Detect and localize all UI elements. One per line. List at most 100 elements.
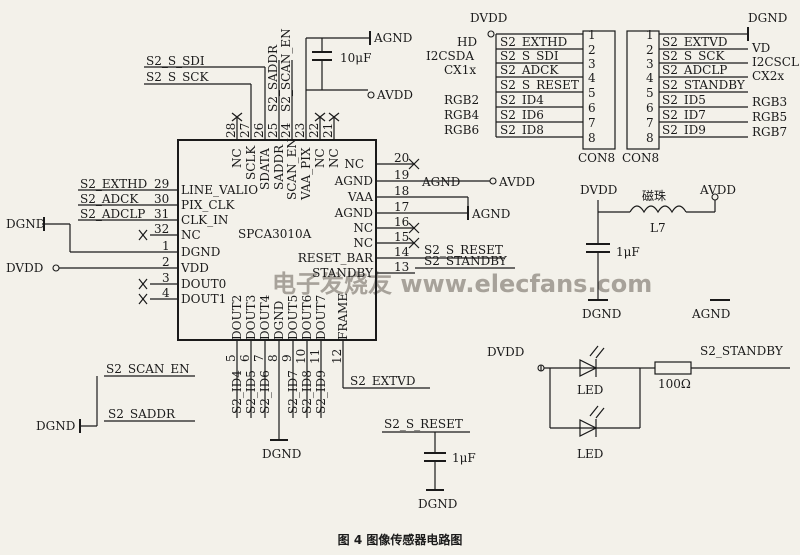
chip-right-pin-stubs <box>376 163 415 274</box>
pin-number: 30 <box>154 192 169 206</box>
chip-top-pin-names: NC SCLK SDATA SADDR SCAN_EN VAA_PIX NC N… <box>230 138 341 201</box>
net-label: S2_ID4 <box>500 93 544 107</box>
pin-name: NC <box>353 236 373 250</box>
pin-number: 20 <box>394 151 409 165</box>
net-label: S2_EXTVD <box>662 35 727 49</box>
pin-number: 3 <box>588 57 596 71</box>
pin-number: 16 <box>394 215 409 229</box>
pin-number: 23 <box>293 123 307 138</box>
pin-number: 12 <box>330 349 344 364</box>
chip-right-pin-names: NC AGND VAA AGND NC NC RESET_BAR STANDBY <box>298 157 374 280</box>
signal-label: I2CSCL <box>752 55 799 69</box>
pin-number: 8 <box>646 131 654 145</box>
pin-number: 24 <box>279 122 293 138</box>
pin-name: SCLK <box>244 145 258 180</box>
pin-number: 2 <box>646 43 654 57</box>
net-label: S2_SADDR <box>108 407 176 421</box>
net-label: S2_ADCLP <box>662 63 727 77</box>
chip-left-pin-numbers: 29 30 31 32 1 2 3 4 <box>154 177 170 300</box>
net-label: S2_ID6 <box>258 370 272 414</box>
net-label: AGND <box>691 307 730 321</box>
net-label: S2_ADCLP <box>80 207 145 221</box>
cap-value: 1μF <box>452 451 476 465</box>
signal-label: RGB7 <box>752 125 787 139</box>
net-label: AGND <box>373 31 412 45</box>
inductor-coil <box>629 205 687 214</box>
pin-name: RESET_BAR <box>298 251 374 265</box>
pin-name: DOUT7 <box>314 295 328 340</box>
net-label: S2_S_SCK <box>146 70 209 84</box>
net-label: AVDD <box>376 88 413 102</box>
pin-number: 32 <box>154 222 169 236</box>
chip-bottom-net-labels: S2_ID4 S2_ID5 S2_ID6 S2_ID7 S2_ID8 S2_ID… <box>230 365 328 418</box>
net-label: S2_ID8 <box>500 123 544 137</box>
net-label: S2_STANDBY <box>424 254 508 268</box>
chip-right-pin-numbers: 20 19 18 17 16 15 14 13 <box>394 151 410 274</box>
net-label: S2_EXTVD <box>350 374 415 388</box>
watermark-text: 电子发烧友 www.elecfans.com <box>272 270 652 298</box>
pin-number: 27 <box>238 123 252 138</box>
net-label: DGND <box>582 307 621 321</box>
pin-number: 13 <box>394 260 409 274</box>
pin-number: 22 <box>307 123 321 138</box>
net-label: S2_S_SDI <box>500 49 559 63</box>
figure-caption: 图 4 图像传感器电路图 <box>338 532 463 547</box>
pin-number: 9 <box>280 354 294 362</box>
pin-number: 25 <box>266 123 280 138</box>
net-label: S2_ID5 <box>662 93 706 107</box>
net-label: S2_ID9 <box>314 370 328 414</box>
nc-x-marks-right <box>408 158 420 249</box>
pin-number: 31 <box>154 207 169 221</box>
pin-number: 28 <box>224 123 238 138</box>
pin-number: 19 <box>394 168 409 182</box>
signal-label: RGB6 <box>444 123 479 137</box>
net-label: AGND <box>421 175 460 189</box>
pin-name: DOUT1 <box>181 292 226 306</box>
nc-x-marks-left <box>138 229 148 305</box>
pin-number: 5 <box>646 86 654 100</box>
pin-number: 21 <box>321 123 335 138</box>
net-label: S2_S_RESET <box>384 417 463 431</box>
con8-left-net-labels: S2_EXTHD S2_S_SDI S2_ADCK S2_S_RESET S2_… <box>500 35 579 137</box>
chip-name: SPCA3010A <box>238 227 312 241</box>
pin-number: 26 <box>252 123 266 138</box>
net-label: S2_ID7 <box>662 108 706 122</box>
led-1-symbol <box>579 345 605 377</box>
pin-name: VAA <box>347 190 374 204</box>
cap-value: 1μF <box>616 245 640 259</box>
net-label: DGND <box>262 447 301 461</box>
pin-name: PIX_CLK <box>181 198 236 212</box>
pin-number: 11 <box>308 349 322 364</box>
terminal <box>367 91 375 99</box>
net-label: DGND <box>748 11 787 25</box>
pin-number: 5 <box>224 354 238 362</box>
pin-name: DOUT6 <box>300 295 314 340</box>
pin-name: SDATA <box>258 148 272 190</box>
signal-label: RGB4 <box>444 108 479 122</box>
pin-number: 5 <box>588 86 596 100</box>
pin-name: NC <box>181 228 201 242</box>
net-label: DGND <box>6 217 45 231</box>
pin-number: 3 <box>646 57 654 71</box>
net-label: S2_ADCK <box>500 63 559 77</box>
net-label: AVDD <box>699 183 736 197</box>
net-label: DVDD <box>580 183 617 197</box>
net-label: S2_SCAN_EN <box>279 28 293 112</box>
pin-number: 10 <box>294 349 308 364</box>
pin-name: NC <box>344 157 364 171</box>
pin-name: CLK_IN <box>181 213 228 227</box>
terminal <box>711 193 719 201</box>
terminal <box>487 30 495 38</box>
signal-label: I2CSDA <box>426 49 474 63</box>
chip-bottom-pin-names: DOUT2 DOUT3 DOUT4 DGND DOUT5 DOUT6 DOUT7… <box>230 293 350 340</box>
net-label: DGND <box>418 497 457 511</box>
con8-right-signals: VD I2CSCL CX2x RGB3 RGB5 RGB7 <box>751 41 799 139</box>
pin-name: NC <box>313 148 327 168</box>
pin-name: AGND <box>334 206 373 220</box>
inductor-label: 磁珠 <box>642 188 666 203</box>
chip-body <box>177 139 377 341</box>
net-label: S2_SADDR <box>266 44 280 112</box>
net-label: S2_ID5 <box>244 370 258 414</box>
pin-name: AGND <box>334 174 373 188</box>
